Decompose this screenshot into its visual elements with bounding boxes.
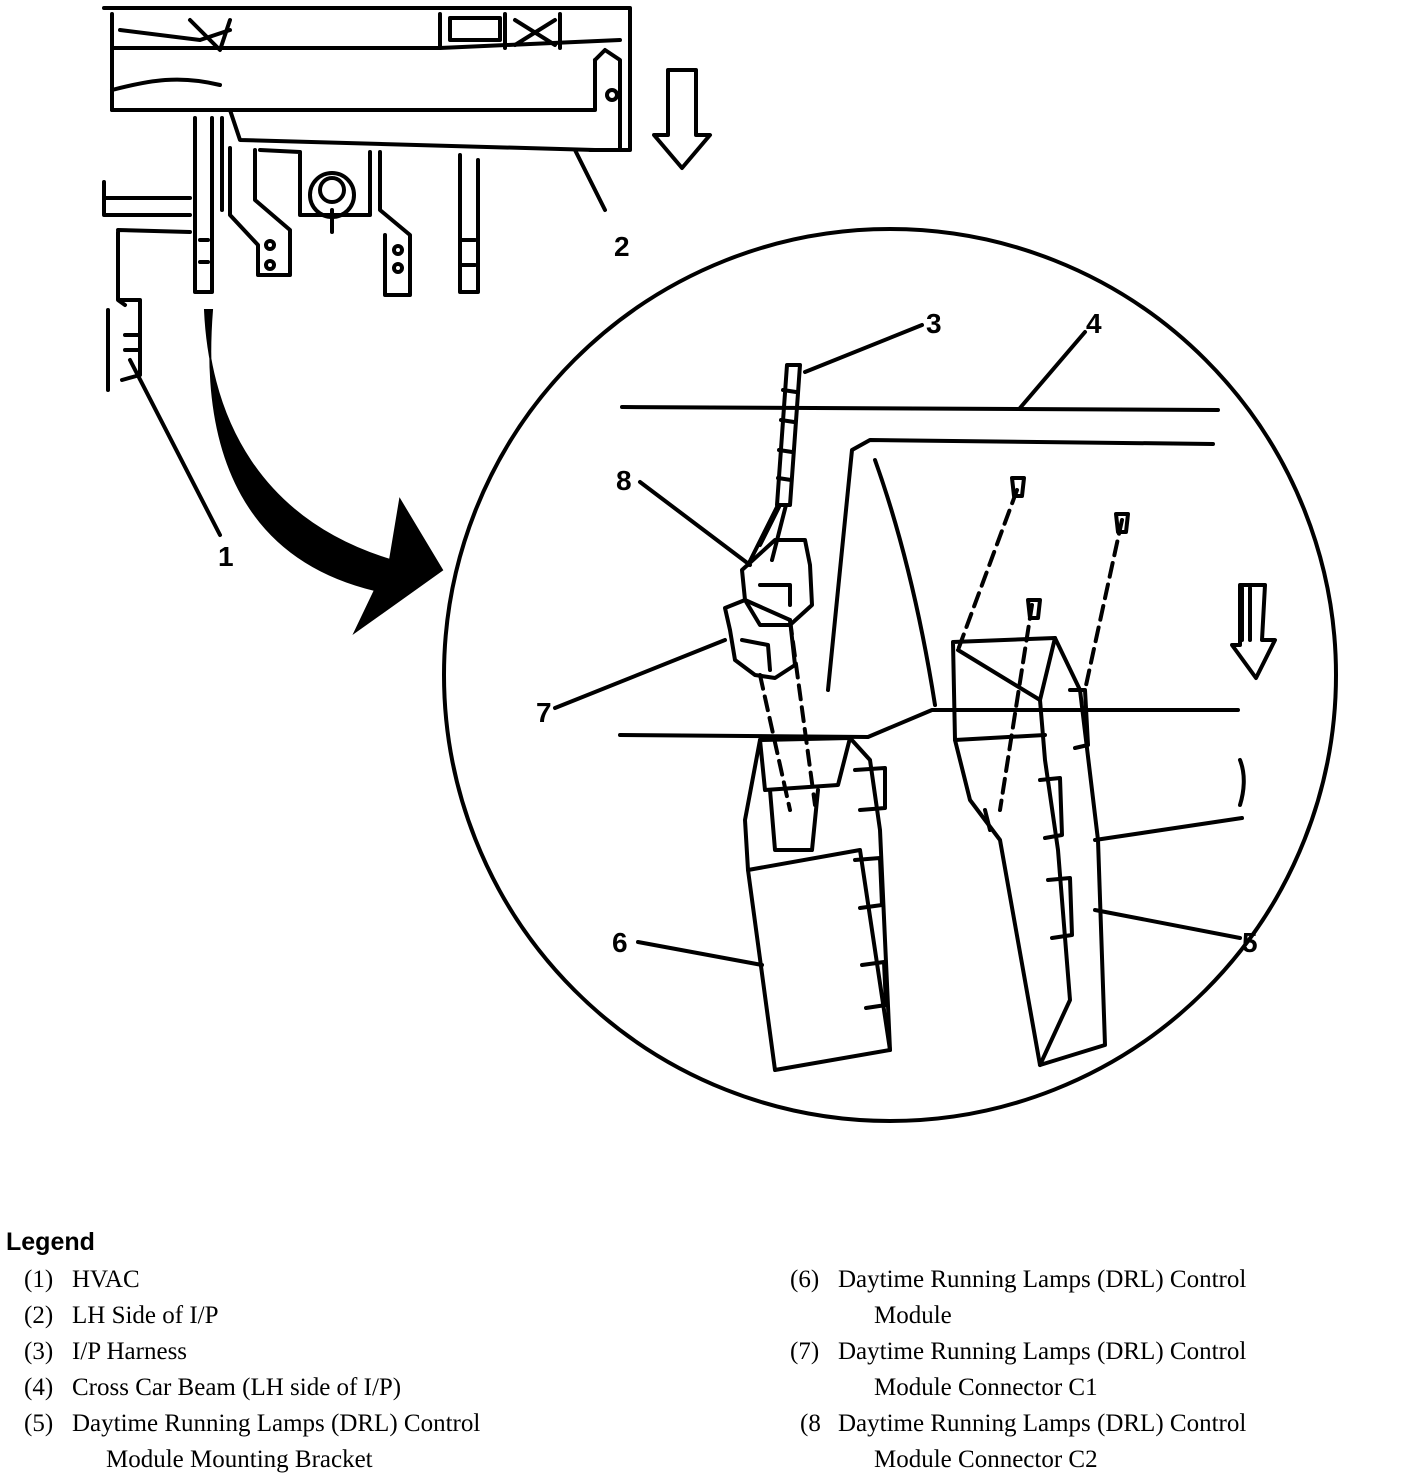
legend-number: (1) xyxy=(24,1266,54,1293)
small-down-arrow-icon xyxy=(1230,583,1277,680)
legend-text: HVAC xyxy=(72,1266,140,1293)
legend-number: (4) xyxy=(24,1374,54,1401)
screw-icon xyxy=(1114,512,1130,534)
legend-text-continued: Module Connector C2 xyxy=(874,1446,1098,1473)
drl-module-diagram: 1 2 3 4 5 6 7 8 xyxy=(102,6,1338,1123)
legend-number: (6) xyxy=(790,1266,820,1293)
callout-8: 8 xyxy=(616,465,632,496)
legend-item-8: (8 Daytime Running Lamps (DRL) Control Mo… xyxy=(800,1406,1247,1473)
screw-icon xyxy=(1026,598,1042,620)
instrument-panel xyxy=(102,6,632,392)
legend-number: (7) xyxy=(790,1338,820,1365)
legend-text-continued: Module Connector C1 xyxy=(874,1374,1098,1401)
callout-5: 5 xyxy=(1242,927,1258,958)
legend-text: Daytime Running Lamps (DRL) Control xyxy=(72,1410,481,1437)
cross-car-beam xyxy=(618,405,1246,807)
detail-view-circle xyxy=(442,227,1338,1123)
legend-title: Legend xyxy=(6,1228,95,1256)
legend-text-continued: Module xyxy=(874,1302,952,1329)
callout-2: 2 xyxy=(614,231,630,262)
down-arrow-icon xyxy=(652,68,712,170)
connector-c1 xyxy=(723,598,797,680)
callout-1: 1 xyxy=(218,541,234,572)
legend-number: (2) xyxy=(24,1302,54,1329)
screw-icon xyxy=(1010,476,1026,498)
legend-number: (8 xyxy=(800,1410,821,1437)
legend-text: Daytime Running Lamps (DRL) Control xyxy=(838,1338,1247,1365)
callout-3: 3 xyxy=(926,308,942,339)
ip-harness xyxy=(746,363,802,567)
legend-number: (3) xyxy=(24,1338,54,1365)
legend-item-4: (4) Cross Car Beam (LH side of I/P) xyxy=(24,1370,401,1406)
drl-module-mounting-bracket xyxy=(951,636,1107,1067)
legend-item-7: (7) Daytime Running Lamps (DRL) Control M… xyxy=(790,1334,1247,1401)
legend-number: (5) xyxy=(24,1410,54,1437)
legend-text: Daytime Running Lamps (DRL) Control xyxy=(838,1410,1247,1437)
callout-4: 4 xyxy=(1086,308,1102,339)
legend-text-continued: Module Mounting Bracket xyxy=(106,1446,373,1473)
legend-text: LH Side of I/P xyxy=(72,1302,219,1329)
legend-item-1: (1) HVAC xyxy=(24,1262,140,1298)
detail-view-arrow-icon xyxy=(203,309,444,636)
drl-control-module xyxy=(743,736,892,1072)
callout-7: 7 xyxy=(536,697,552,728)
legend-text: I/P Harness xyxy=(72,1338,188,1365)
legend-item-2: (2) LH Side of I/P xyxy=(24,1298,219,1334)
connector-c2 xyxy=(740,538,814,627)
legend-item-6: (6) Daytime Running Lamps (DRL) Control M… xyxy=(790,1262,1247,1329)
legend-item-3: (3) I/P Harness xyxy=(24,1334,187,1370)
callout-6: 6 xyxy=(612,927,628,958)
legend-item-5: (5) Daytime Running Lamps (DRL) Control M… xyxy=(24,1406,481,1473)
legend-text: Cross Car Beam (LH side of I/P) xyxy=(72,1374,402,1401)
legend-text: Daytime Running Lamps (DRL) Control xyxy=(838,1266,1247,1293)
